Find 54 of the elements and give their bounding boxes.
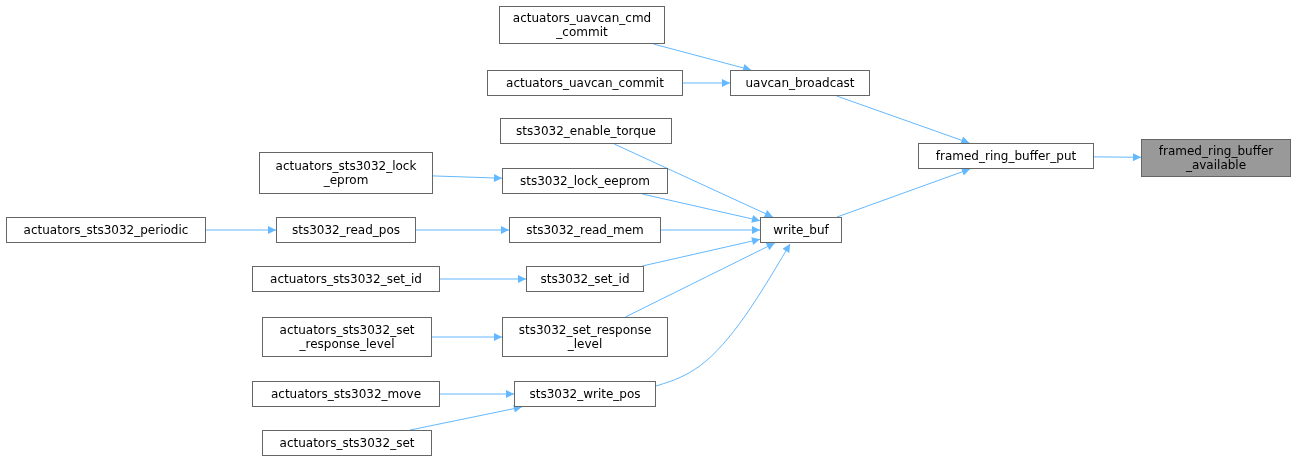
function-box xyxy=(259,152,433,194)
function-box xyxy=(500,118,672,144)
function-box xyxy=(502,317,668,357)
arrow xyxy=(682,79,731,87)
arrow xyxy=(641,237,761,267)
function-box xyxy=(262,430,432,456)
arrow xyxy=(613,143,774,218)
arrow xyxy=(660,226,761,234)
function-box xyxy=(502,168,668,194)
function-box xyxy=(760,217,842,243)
arrow xyxy=(624,242,776,318)
function-name: sts3032_read_mem xyxy=(526,223,644,237)
function-name: actuators_sts3032_set_id xyxy=(270,272,422,286)
arrow xyxy=(415,226,510,234)
arrow xyxy=(432,173,503,182)
function-name: sts3032_set_id xyxy=(540,272,630,286)
function-name: framed_ring_buffer_put xyxy=(935,149,1077,163)
function-name: actuators_sts3032_lock _eprom xyxy=(274,159,418,187)
function-box xyxy=(730,70,870,96)
function-box xyxy=(262,317,432,357)
arrow xyxy=(655,243,791,387)
function-name: framed_ring_buffer _available xyxy=(1157,144,1275,172)
function-name: sts3032_enable_torque xyxy=(516,124,656,138)
function-name: actuators_sts3032_set xyxy=(279,436,415,450)
function-name: actuators_sts3032_move xyxy=(270,387,422,401)
function-name: sts3032_write_pos xyxy=(529,387,641,401)
function-name: actuators_uavcan_cmd _commit xyxy=(511,11,653,39)
function-name: actuators_sts3032_set _response_level xyxy=(278,323,416,351)
function-name: uavcan_broadcast xyxy=(745,76,855,90)
function-box xyxy=(514,381,656,407)
function-box xyxy=(252,381,440,407)
arrow xyxy=(205,226,277,234)
arrow xyxy=(439,390,515,398)
function-name: sts3032_set_response _level xyxy=(517,323,653,351)
function-box xyxy=(499,6,665,44)
function-name: sts3032_lock_eeprom xyxy=(519,174,651,188)
function-box xyxy=(252,266,440,292)
function-name: write_buf xyxy=(773,223,829,237)
arrow xyxy=(439,275,527,283)
function-box xyxy=(509,217,661,243)
function-box xyxy=(6,217,206,243)
arrow xyxy=(836,95,970,145)
function-box xyxy=(487,70,683,96)
function-box xyxy=(276,217,416,243)
function-name: actuators_sts3032_periodic xyxy=(23,223,189,237)
function-name: sts3032_read_pos xyxy=(292,223,400,237)
arrow xyxy=(1093,153,1142,162)
function-box xyxy=(526,266,644,292)
arrow xyxy=(431,333,503,341)
function-box xyxy=(1141,139,1291,177)
function-name: actuators_uavcan_commit xyxy=(506,76,664,90)
arrow xyxy=(836,167,971,218)
function-box xyxy=(918,143,1094,169)
arrow xyxy=(652,43,752,72)
